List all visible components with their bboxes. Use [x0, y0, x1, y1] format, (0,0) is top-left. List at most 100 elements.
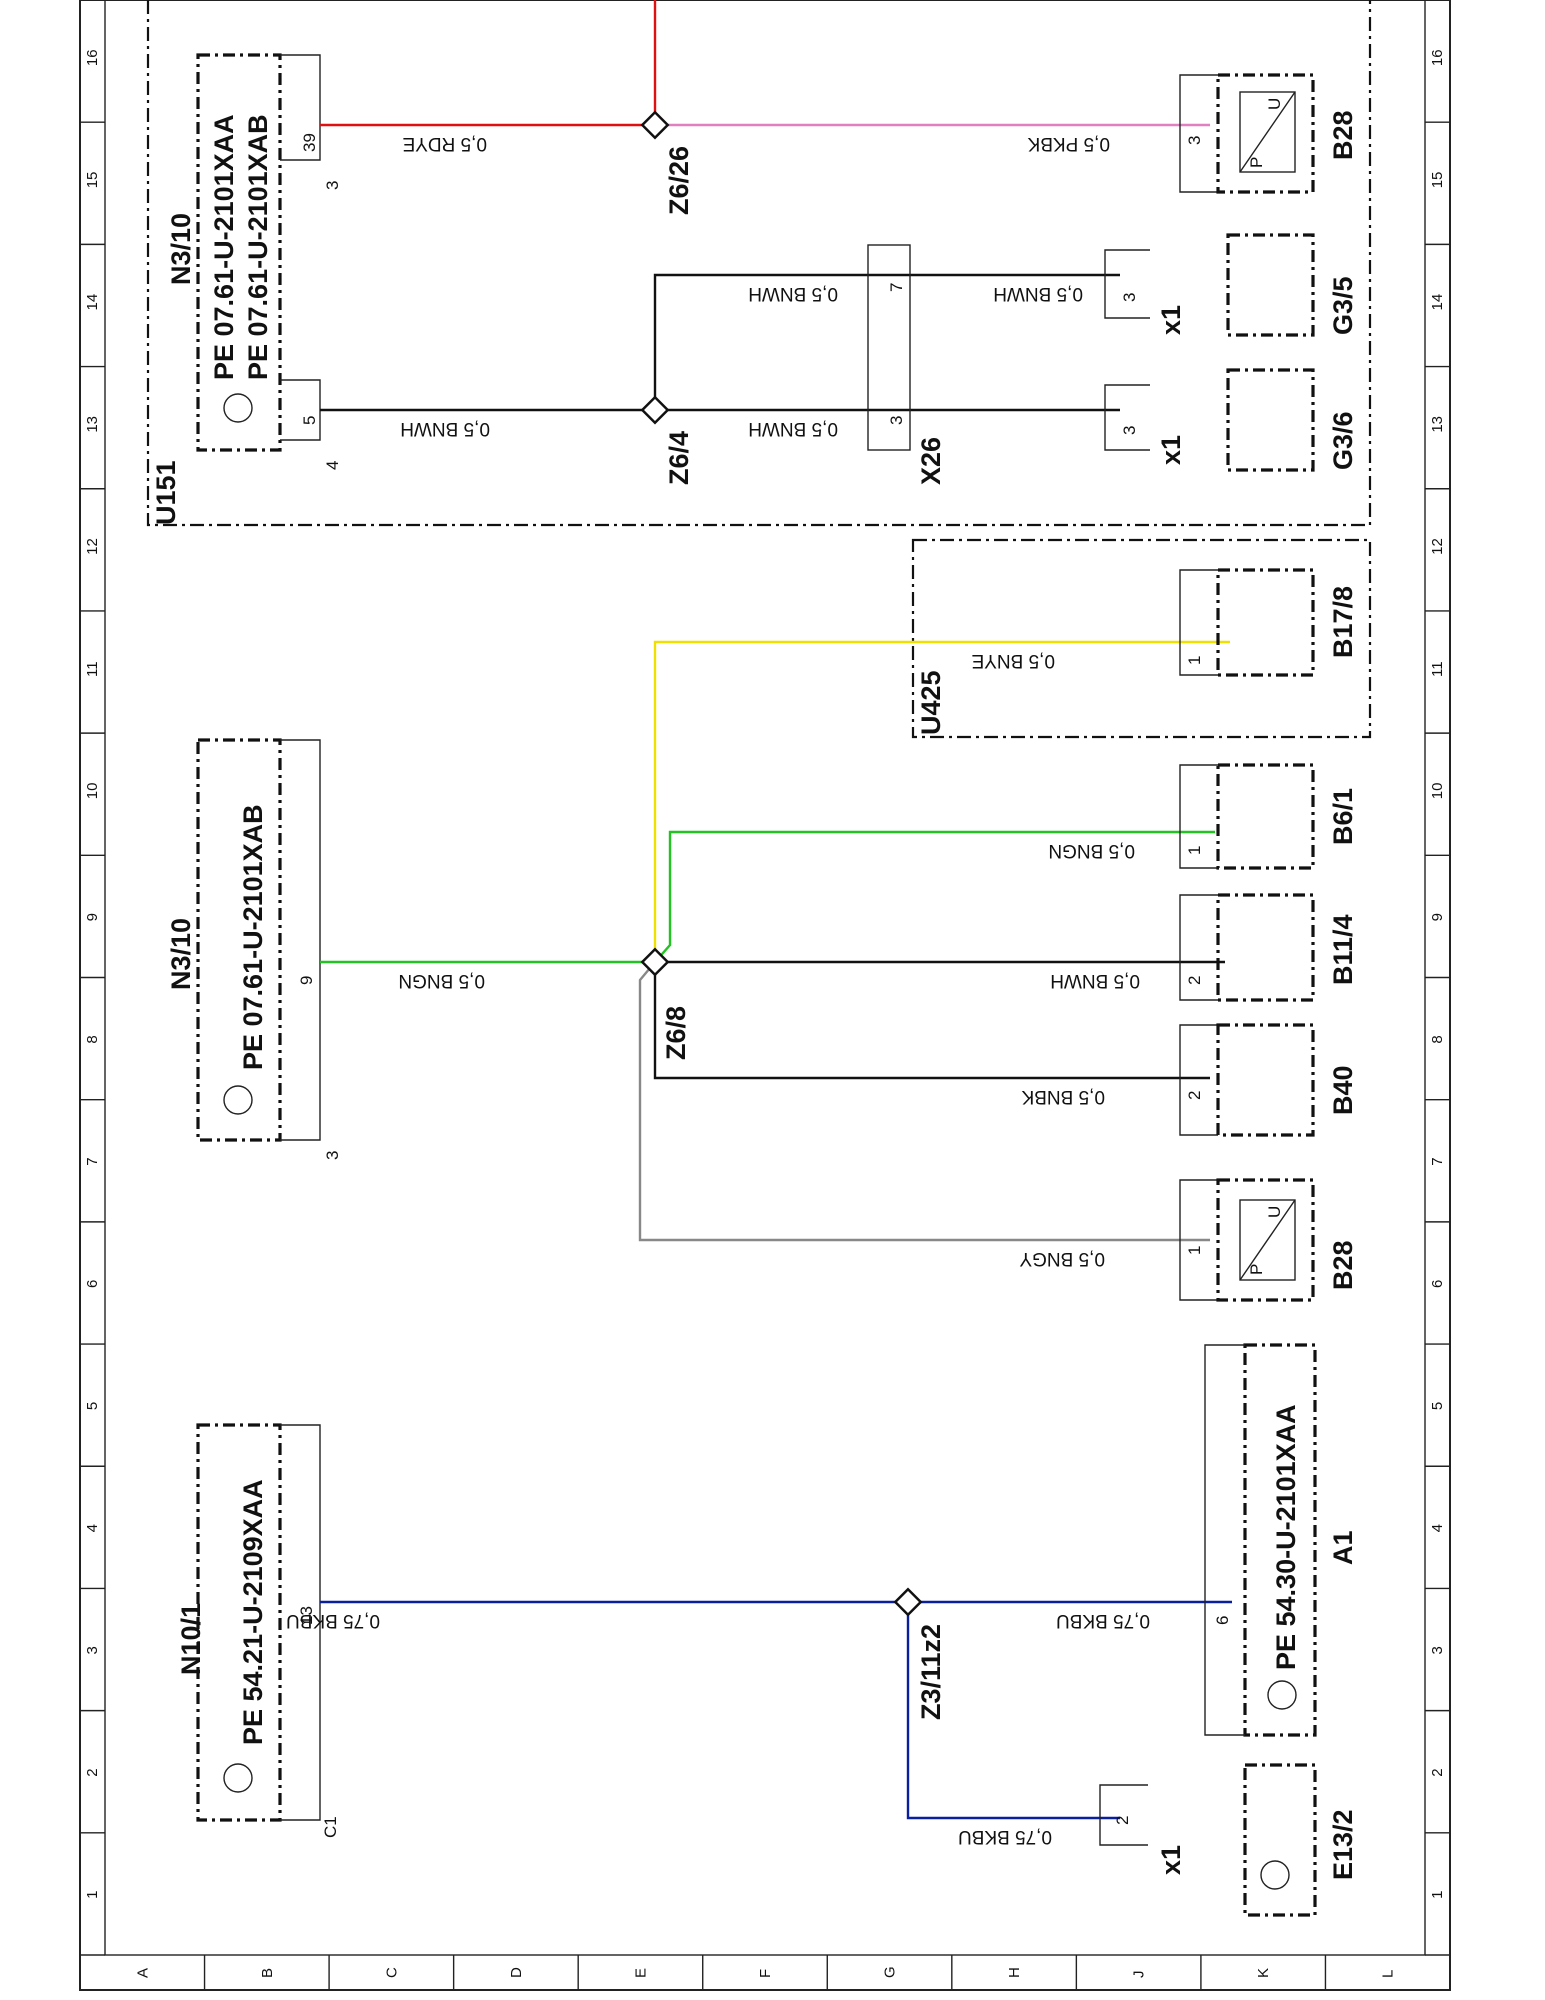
- n3-10-mid-pin-3: 3: [323, 1151, 342, 1160]
- component-n3-10-top: N3/10 PE 07.61-U-2101XAA PE 07.61-U-2101…: [166, 53, 342, 470]
- x26-id: X26: [916, 437, 946, 485]
- b28-lower-pin: 1: [1185, 1246, 1204, 1255]
- grid-col-5-left: 5: [84, 1402, 101, 1410]
- lamp-icon: [1260, 1860, 1290, 1890]
- wire-label-bnye: 0,5 BNYE: [972, 650, 1055, 671]
- component-b11-4: 2 B11/4: [1179, 893, 1358, 1002]
- splice-label-z6-8: Z6/8: [661, 1006, 691, 1060]
- x1-g3-5-pin: 3: [1120, 293, 1139, 302]
- grid-col-10-left: 10: [84, 783, 101, 800]
- splice-label-z3-11z2: Z3/11z2: [916, 1624, 946, 1720]
- component-a1: PE 54.30-U-2101XAA A1 6: [1204, 1343, 1358, 1737]
- grid-col-10-right: 10: [1429, 783, 1446, 800]
- n3-10-top-pin-39: 39: [300, 133, 319, 152]
- grid-col-3-right: 3: [1429, 1646, 1446, 1654]
- n3-10-top-pin-5: 5: [300, 416, 319, 425]
- b28-upper-id: B28: [1328, 110, 1358, 160]
- wire-label-bnwh-1: 0,5 BNWH: [1050, 970, 1140, 991]
- component-g3-6: G3/6: [1226, 368, 1358, 472]
- wire-label-bnwh-2: 0,5 BNWH: [400, 418, 490, 439]
- grid-col-2-left: 2: [84, 1768, 101, 1776]
- a1-id: A1: [1328, 1530, 1358, 1565]
- grid-row-L: L: [1380, 1970, 1397, 1978]
- wire-label-bnwh-5: 0,5 BNWH: [993, 283, 1083, 304]
- component-x1-bottom: 2 x1: [1099, 1784, 1186, 1875]
- wire-bnwh-4: [653, 273, 880, 410]
- component-x1-g3-5: 3 x1: [1104, 249, 1186, 335]
- grid-col-11-left: 11: [84, 661, 101, 677]
- grid-col-9-left: 9: [84, 913, 101, 921]
- component-g3-5: G3/5: [1226, 233, 1358, 337]
- component-b6-1: 1 B6/1: [1179, 763, 1358, 870]
- n10-1-pin-c1: C1: [321, 1816, 340, 1838]
- grid-col-9-right: 9: [1429, 913, 1446, 921]
- wire-label-bngy: 0,5 BNGY: [1019, 1248, 1105, 1269]
- wire-label-bngn-2: 0,5 BNGN: [1048, 840, 1135, 861]
- b11-4-id: B11/4: [1328, 914, 1358, 985]
- g3-6-id: G3/6: [1328, 411, 1358, 470]
- n3-10-top-pin-3: 3: [323, 181, 342, 190]
- x26-pin-7: 7: [887, 283, 906, 292]
- n10-1-pe: PE 54.21-U-2109XAA: [238, 1479, 268, 1745]
- component-b28-lower: P U 1 B28: [1179, 1178, 1358, 1302]
- grid-row-K: K: [1255, 1968, 1272, 1978]
- wire-labels: 0,75 BKBU 0,75 BKBU 0,75 BKBU 0,5 BNGN 0…: [286, 133, 1150, 1847]
- boundary-u151: [146, 0, 1372, 527]
- wire-label-bkbu-2: 0,75 BKBU: [1056, 1610, 1150, 1631]
- grid-row-B: B: [259, 1968, 276, 1978]
- b6-1-pin: 1: [1185, 846, 1204, 855]
- boundary-u425: [911, 538, 1372, 739]
- label-u425: U425: [916, 670, 946, 735]
- splice-z6-8: [640, 947, 670, 977]
- grid-col-12-right: 12: [1429, 538, 1446, 555]
- grid-col-2-right: 2: [1429, 1768, 1446, 1776]
- grid-col-15-right: 15: [1429, 172, 1446, 189]
- grid-col-4-right: 4: [1429, 1524, 1446, 1532]
- wire-layer: [320, 0, 1232, 1820]
- wire-label-pkbk: 0,5 PKBK: [1027, 133, 1110, 154]
- x1-g3-5-id: x1: [1156, 305, 1186, 335]
- grid-row-F: F: [757, 1969, 774, 1978]
- wire-label-bkbu-3: 0,75 BKBU: [958, 1826, 1052, 1847]
- grid-col-8-left: 8: [84, 1035, 101, 1043]
- wire-bkbu-3: [906, 1602, 1120, 1820]
- label-u151: U151: [151, 460, 181, 525]
- grid-col-16-right: 16: [1429, 49, 1446, 66]
- component-x1-g3-6: 3 x1: [1104, 384, 1186, 465]
- grid-row-J: J: [1131, 1971, 1148, 1979]
- splice-z3-11z2: [893, 1587, 923, 1617]
- grid-col-5-right: 5: [1429, 1402, 1446, 1410]
- n3-10-mid-id: N3/10: [166, 918, 196, 990]
- grid-col-14-left: 14: [84, 294, 101, 311]
- grid-col-14-right: 14: [1429, 294, 1446, 311]
- n10-1-id: N10/1: [176, 1603, 206, 1675]
- grid-row-G: G: [882, 1966, 899, 1978]
- b28-upper-pin: 3: [1185, 136, 1204, 145]
- a1-pin: 6: [1213, 1616, 1232, 1625]
- grid-col-13-right: 13: [1429, 416, 1446, 433]
- n3-10-mid-pin-9: 9: [297, 976, 316, 985]
- component-x26: 3 7 X26: [867, 244, 946, 485]
- grid-row-D: D: [508, 1967, 525, 1978]
- sheet-frame: [79, 0, 1451, 1991]
- component-b17-8: 1 B17/8: [1179, 568, 1358, 677]
- splices: Z3/11z2 Z6/8 Z6/4 Z6/26: [640, 110, 946, 1720]
- grid-row-E: E: [632, 1968, 649, 1978]
- grid-col-7-right: 7: [1429, 1157, 1446, 1165]
- wire-label-bngn-1: 0,5 BNGN: [398, 970, 485, 991]
- grid-col-4-left: 4: [84, 1524, 101, 1532]
- component-n3-10-middle: N3/10 PE 07.61-U-2101XAB 9 3: [166, 738, 342, 1160]
- splice-z6-26: [640, 110, 670, 140]
- wire-bnye: [653, 640, 1230, 962]
- grid-col-1-right: 1: [1429, 1891, 1446, 1899]
- component-b40: 2 B40: [1179, 1023, 1358, 1137]
- b28-lower-sym-p: P: [1247, 1264, 1266, 1275]
- grid-col-15-left: 15: [84, 172, 101, 189]
- wire-label-bnwh-4: 0,5 BNWH: [748, 283, 838, 304]
- component-n10-1: N10/1 PE 54.21-U-2109XAA 13 C1: [176, 1423, 340, 1838]
- component-e13-2: E13/2: [1243, 1763, 1358, 1917]
- n10-1-pin-13: 13: [297, 1606, 316, 1625]
- x26-pin-3: 3: [887, 416, 906, 425]
